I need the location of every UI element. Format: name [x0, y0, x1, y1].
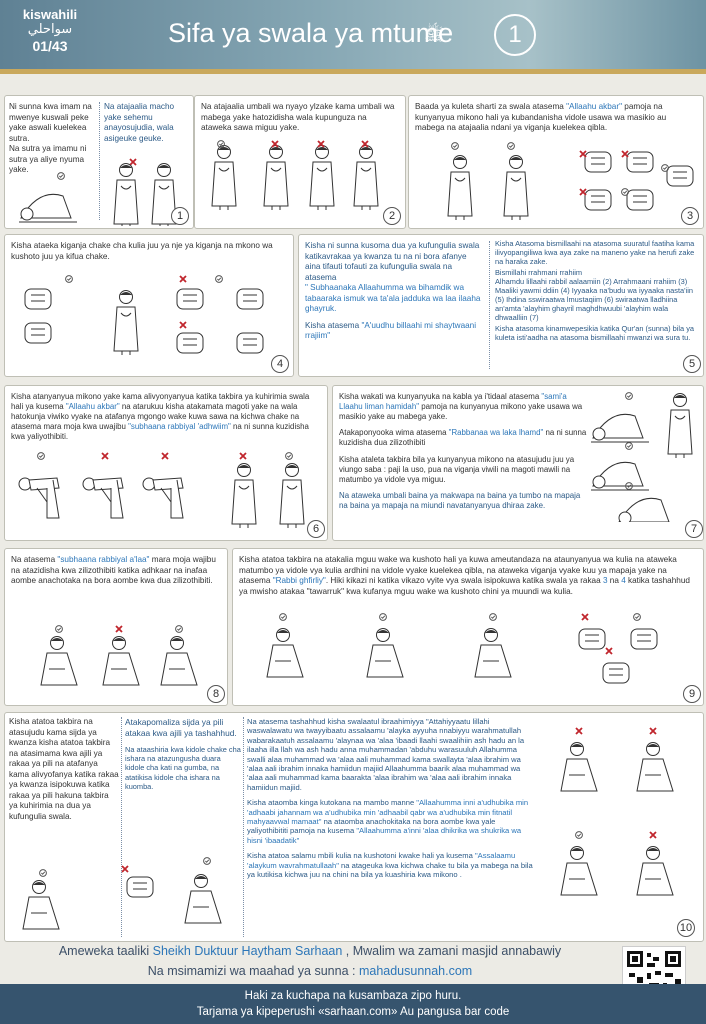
panel-5-number: 5 [683, 355, 701, 373]
panel-7-text: Kisha wakati wa kunyanyuka na kabla ya i… [339, 392, 587, 510]
panel-2-number: 2 [383, 207, 401, 225]
cross-icon [129, 158, 137, 166]
panel-10-figures-left [22, 857, 222, 930]
panel-4-number: 4 [271, 355, 289, 373]
panel-6-text: Kisha atanyanyua mikono yake kama alivyo… [11, 392, 310, 442]
sheet-number: 1 [494, 14, 536, 56]
badge-language-arabic: سواحلي [27, 21, 73, 37]
panel-5-left-text: Kisha ni sunna kusoma dua ya kufungulia … [305, 241, 481, 340]
panel-9-number: 9 [683, 685, 701, 703]
panel-10-figures-right [560, 727, 674, 896]
footer-translation-text: Tarjama ya kipeperushi «sarhaan.com» Au … [196, 1006, 510, 1018]
panel-3-number: 3 [681, 207, 699, 225]
panel-4-text: Kisha ataeka kiganja chake cha kulia juu… [11, 241, 273, 261]
panel-2-figures [211, 140, 379, 211]
panel-1-number: 1 [171, 207, 189, 225]
panel-10-col1-text: Kisha atatoa takbira na atasujudu kama s… [9, 717, 119, 821]
footer-bar: Haki za kuchapa na kusambaza zipo huru. … [0, 984, 706, 1024]
salutation-calligraphy: ﷺ [424, 25, 445, 45]
panel-1-figures [18, 158, 177, 226]
footer-copyright-text: Haki za kuchapa na kusambaza zipo huru. [244, 990, 462, 1002]
page-title: Sifa ya swala ya mtume [168, 18, 454, 48]
panel-3-text: Baada ya kuleta sharti za swala atasema … [415, 102, 667, 132]
panel-9-figures [266, 613, 658, 684]
badge-page-count: 01/43 [32, 37, 68, 54]
panel-1-text-right: Na atajaalia macho yake sehemu anayosuju… [104, 102, 175, 143]
figure-prostrating [18, 193, 78, 223]
panel-6-figures [18, 452, 305, 529]
panel-2-text: Na atajaalia umbali wa nyayo ylzake kama… [201, 102, 395, 132]
panel-7: Kisha wakati wa kunyanyuka na kabla ya i… [332, 385, 704, 541]
panel-4: Kisha ataeka kiganja chake cha kulia juu… [4, 234, 294, 377]
panel-7-number: 7 [685, 520, 703, 538]
panel-2: Na atajaalia umbali wa nyayo ylzake kama… [194, 95, 406, 229]
panel-8-text: Na atasema "subhaana rabbiyal a'laa" mar… [11, 555, 216, 585]
panel-5: Kisha ni sunna kusoma dua ya kufungulia … [298, 234, 704, 377]
panel-10: Kisha atatoa takbira na atasujudu kama s… [4, 712, 704, 942]
header-banner: kiswahili سواحلي 01/43 Sifa ya swala ya … [0, 0, 706, 74]
panel-10-number: 10 [677, 919, 695, 937]
footer-credit-line-2: Na msimamizi wa maahad ya sunna : mahadu… [147, 964, 473, 978]
panel-1-text: Ni sunna kwa imam na mwenye kuswali peke… [9, 102, 92, 174]
panel-4-figures [24, 275, 264, 356]
panel-1: Ni sunna kwa imam na mwenye kuswali peke… [4, 95, 194, 229]
panel-9-text: Kisha atatoa takbira na atakalia mguu wa… [239, 555, 690, 596]
panel-6-number: 6 [307, 520, 325, 538]
check-icon [57, 172, 65, 180]
panel-10-divider-2 [243, 717, 244, 937]
panel-3: Baada ya kuleta sharti za swala atasema … [408, 95, 704, 229]
page-badge: kiswahili سواحلي 01/43 [22, 7, 78, 54]
panel-5-right-text: Kisha Atasoma bismillaahi na atasoma suu… [495, 239, 695, 343]
panel-10-col3-text: Na atasema tashahhud kisha swalaatul ibr… [247, 717, 533, 880]
panel-1-divider [99, 102, 100, 220]
badge-language: kiswahili [22, 7, 78, 22]
panel-8: Na atasema "subhaana rabbiyal a'laa" mar… [4, 548, 228, 706]
figure-standing [113, 163, 139, 226]
panel-9: Kisha atatoa takbira na atakalia mguu wa… [232, 548, 704, 706]
panel-7-figures [590, 392, 693, 522]
panel-8-number: 8 [207, 685, 225, 703]
website-link[interactable]: mahadusunnah.com [358, 964, 473, 978]
panel-5-divider [489, 241, 490, 369]
panel-8-figures [40, 625, 198, 686]
panel-10-divider-1 [121, 717, 122, 937]
panel-6: Kisha atanyanyua mikono yake kama alivyo… [4, 385, 328, 541]
panel-10-col2-text: Atakapomaliza sijda ya pili atakaa kwa a… [125, 717, 241, 792]
header-gold-stripe [0, 69, 706, 74]
footer-credit-line-1: Ameweka taaliki Sheikh Duktuur Haytham S… [58, 944, 562, 958]
panel-3-figures [447, 142, 694, 221]
